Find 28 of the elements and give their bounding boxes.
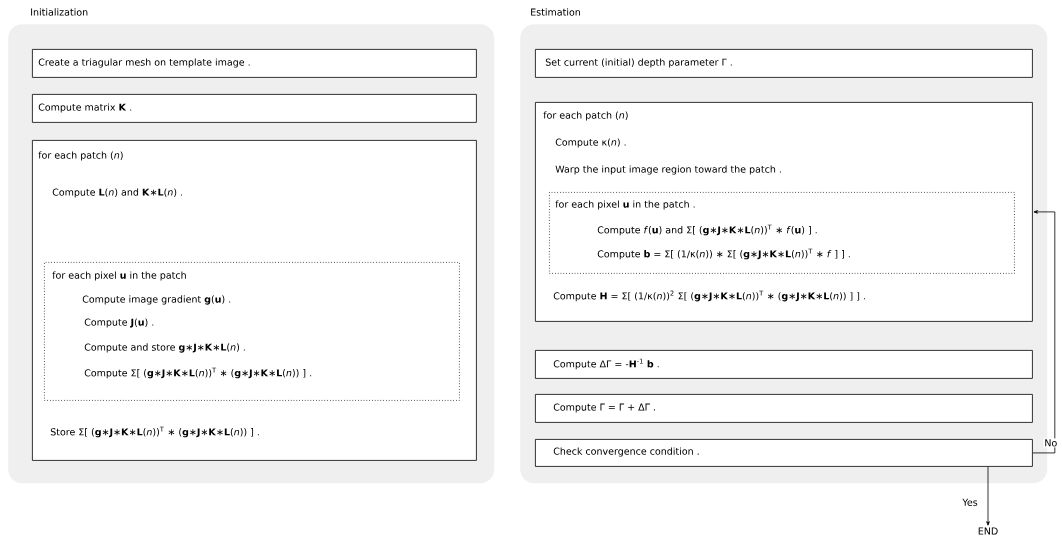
step-text: Compute image gradient g(u) . bbox=[82, 295, 231, 305]
step-text: Compute matrix K . bbox=[38, 103, 132, 113]
edge-label: Yes bbox=[961, 497, 979, 507]
step-text: Check convergence condition . bbox=[553, 447, 699, 457]
step-text: for each patch (n) bbox=[38, 151, 123, 161]
arrow bbox=[986, 466, 990, 526]
step-text: Set current (initial) depth parameter Γ . bbox=[545, 58, 732, 68]
panel-heading: Estimation bbox=[531, 8, 580, 16]
step-text: Compute L(n) and K∗L(n) . bbox=[52, 188, 183, 198]
step-text: Compute and store g∗J∗K∗L(n) . bbox=[84, 343, 245, 353]
edge-label: No bbox=[1043, 438, 1059, 448]
panel-heading: Initialization bbox=[31, 8, 88, 16]
step-text: Compute Γ = Γ + ΔΓ . bbox=[553, 403, 655, 413]
step-text: for each pixel u in the patch . bbox=[555, 200, 695, 210]
end-text: END bbox=[978, 527, 998, 535]
arrow bbox=[1032, 210, 1056, 454]
step-text: Create a triagular mesh on template image . bbox=[38, 58, 250, 68]
step-text: for each patch (n) bbox=[543, 111, 628, 121]
step-text: Compute Σ[ (g∗J∗K∗L(n))$^{T}$ ∗ (g∗J∗K∗L(n)) ] . bbox=[84, 367, 312, 379]
step-text: Compute ΔΓ = -H$^{-1}$ b . bbox=[553, 358, 659, 370]
step-text: Warp the input image region toward the patch . bbox=[555, 165, 781, 175]
step-text: Compute κ(n) . bbox=[555, 138, 626, 148]
step-text: Compute f(u) and Σ[ (g∗J∗K∗L(n))$^{T}$ ∗ f(u) ] . bbox=[597, 224, 817, 236]
step-text: Compute J(u) . bbox=[84, 318, 154, 328]
step-text: for each pixel u in the patch bbox=[52, 271, 186, 281]
step-text: Compute b = Σ[ (1/κ(n)) ∗ Σ[ (g∗J∗K∗L(n))$^{T}$ ∗ f ] ] . bbox=[597, 248, 850, 260]
step-text: Store Σ[ (g∗J∗K∗L(n))$^{T}$ ∗ (g∗J∗K∗L(n)) ] . bbox=[50, 426, 259, 438]
step-text: Compute H = Σ[ (1/κ(n))$^{2}$ Σ[ (g∗J∗K∗L(n))$^{T}$ ∗ (g∗J∗K∗L(n)) ] ] . bbox=[553, 290, 865, 302]
